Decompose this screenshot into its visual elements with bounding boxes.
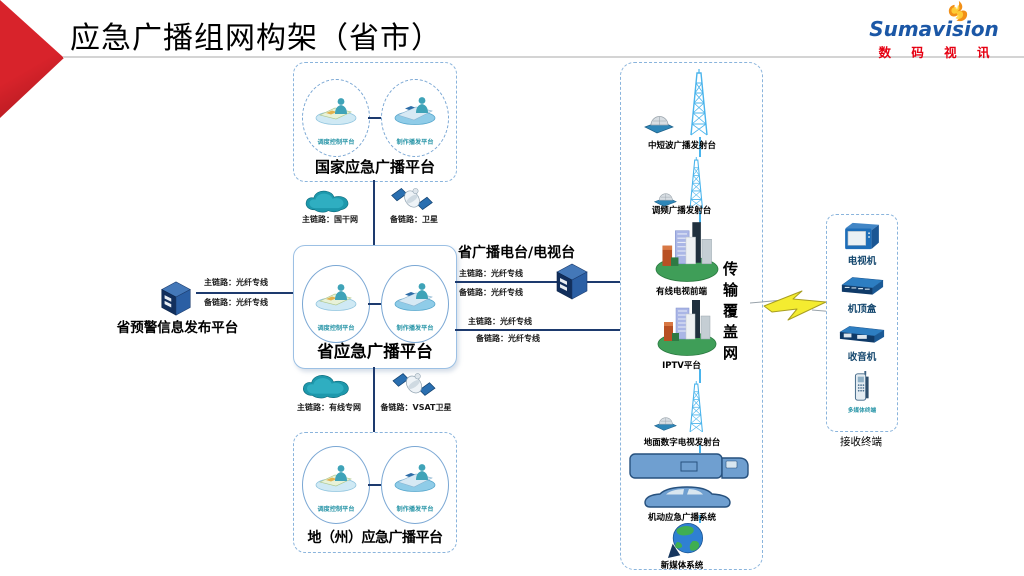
coverage-item-label: IPTV平台 [662,361,701,371]
province-platform-title: 省应急广播平台 [317,342,433,361]
oval-connector [368,484,381,486]
link-label: 主链路：国干网 [302,215,358,224]
receiver-label: 收音机 [847,352,877,363]
link-label: 备链路：VSAT卫星 [380,403,452,412]
coverage-connector [699,515,701,523]
coverage-connector [699,445,701,453]
company-logo: Sumavision 数 码 视 讯 [864,0,1004,61]
server-icon [161,281,191,316]
oval-dispatch-control: 调度控制平台 [302,79,370,157]
coverage-connector [699,137,701,157]
coverage-item-label: 新媒体系统 [660,561,704,571]
title-underline [63,56,1024,58]
coverage-network-box: 中短波广播发射台 调频广播发射台 有线电视前端 IPTV平台 地面数字电视发射台… [620,62,763,571]
radio-tower-icon [635,69,739,139]
oval-produce-broadcast: 制作播发平台 [381,265,449,343]
cloud-icon [302,374,349,399]
radio-tower-icon [635,157,739,211]
link-label: 备链路：光纤专线 [459,288,523,297]
operator-console-icon [394,463,436,492]
prefecture-platform-title: 地（州）应急广播平台 [307,530,444,546]
oval-label: 制作播发平台 [396,505,434,513]
broadcast-van-icon [629,453,749,479]
red-accent-arrow [0,0,64,118]
satellite-icon [391,187,433,211]
warning-platform-title: 省预警信息发布平台 [116,320,239,336]
operator-desk-icon [315,464,357,492]
radio-receiver-icon [839,325,885,344]
link-label: 备链路：卫星 [390,215,438,224]
receivers-box: 电视机 机顶盒 收音机 多媒体终端 [826,214,898,432]
mobile-phone-icon [854,371,870,401]
national-platform-title: 国家应急广播平台 [314,158,435,176]
coverage-item-label: 中短波广播发射台 [647,141,716,151]
link-label: 主链路：光纤专线 [204,278,268,287]
cloud-icon [305,190,349,213]
globe-icon [667,522,704,559]
oval-dispatch-control: 调度控制平台 [302,446,370,524]
tv-icon [844,222,880,250]
car-icon [644,486,731,508]
link-label: 主链路：有线专网 [297,403,361,412]
warning-link-line [196,292,293,294]
operator-console-icon [394,96,436,125]
flame-icon [948,0,968,22]
oval-label: 调度控制平台 [317,505,355,513]
receiver-label: 多媒体终端 [847,407,877,414]
link-label: 备链路：光纤专线 [476,334,540,343]
receivers-caption: 接收终端 [840,436,882,448]
operator-desk-icon [315,283,357,311]
prov-pref-line [373,367,375,432]
oval-dispatch-control: 调度控制平台 [302,265,370,343]
oval-connector [368,303,381,305]
station-link-line [455,281,621,283]
link-label: 主链路：光纤专线 [468,317,532,326]
coverage-item-label: 机动应急广播系统 [647,513,716,523]
station-title: 省广播电台/电视台 [458,245,576,261]
page-title: 应急广播组网构架（省市） [70,22,442,55]
oval-label: 制作播发平台 [396,324,434,332]
national-platform-box: 调度控制平台 制作播发平台 国家应急广播平台 [293,62,457,182]
coverage-link-line [455,329,621,331]
link-label: 备链路：光纤专线 [204,298,268,307]
link-label: 主链路：光纤专线 [459,269,523,278]
coverage-connector [699,369,701,383]
logo-subtitle: 数 码 视 讯 [878,45,998,60]
coverage-item-label: 有线电视前端 [655,287,707,297]
nat-prov-line [373,180,375,245]
logo-brand: Sumavision [869,17,999,41]
coverage-vertical-title: 传输覆盖网 [721,261,739,366]
prefecture-platform-box: 调度控制平台 制作播发平台 地（州）应急广播平台 [293,432,457,553]
oval-label: 制作播发平台 [396,138,434,146]
province-platform-box: 调度控制平台 制作播发平台 省应急广播平台 [293,245,457,369]
server-icon [556,263,588,300]
receiver-label: 机顶盒 [847,304,877,315]
receiver-label: 电视机 [847,256,877,267]
set-top-box-icon [841,276,884,296]
operator-console-icon [394,282,436,311]
oval-produce-broadcast: 制作播发平台 [381,79,449,157]
oval-produce-broadcast: 制作播发平台 [381,446,449,524]
coverage-connector [699,211,701,223]
operator-desk-icon [315,97,357,125]
oval-label: 调度控制平台 [317,138,355,146]
coverage-item-label: 调频广播发射台 [651,206,712,216]
oval-connector [368,117,381,119]
coverage-item-label: 地面数字电视发射台 [643,438,721,448]
satellite-icon [392,372,436,397]
oval-label: 调度控制平台 [317,324,355,332]
